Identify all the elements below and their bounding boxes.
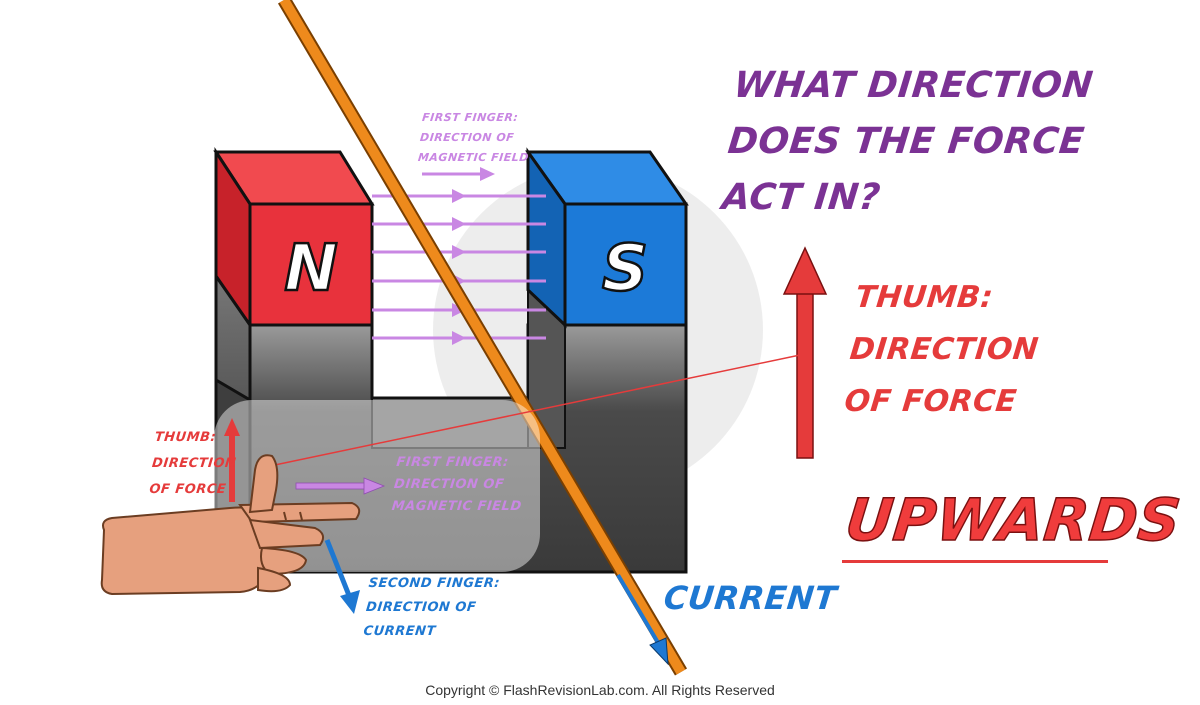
north-pole-label: N [284,232,338,306]
field-arrowhead [452,331,466,345]
pointer-line [269,354,801,467]
field-arrowhead [452,303,466,317]
question-title: What direction does the force act in? [720,65,1096,218]
field-arrowhead [452,189,466,203]
field-label-arrow [422,167,495,181]
thumb-label-small: Thumb: direction of force [148,430,238,497]
wire [277,0,688,676]
current-label: Current [662,579,839,617]
answer-label: Upwards [842,485,1185,555]
current-arrow [616,573,669,666]
hand-icon [100,454,361,596]
field-arrow-small [295,477,386,495]
field-label-top: First finger: direction of magnetic fiel… [417,111,530,164]
field-arrowhead [452,245,466,259]
field-label-hand: First finger: direction of magnetic fiel… [390,455,523,514]
answer-underline [842,560,1108,563]
south-pole-label: S [602,232,648,306]
field-arrowhead [452,217,466,231]
force-arrow-large [782,246,828,459]
thumb-label-large: Thumb: direction of force [842,280,1041,419]
north-pole [213,146,375,330]
second-finger-label: Second finger: direction of current [362,576,501,639]
current-arrow-small [324,539,360,614]
force-arrow-small [224,418,240,502]
copyright-footer: Copyright © FlashRevisionLab.com. All Ri… [425,682,775,698]
